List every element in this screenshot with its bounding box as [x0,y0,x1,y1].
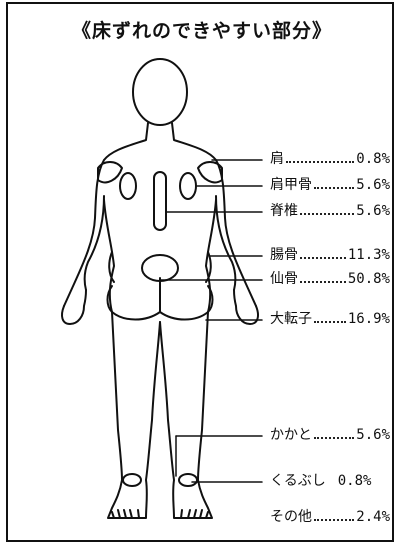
label-value: 50.8% [347,271,390,287]
label-name: 肩甲骨 [270,177,312,193]
label-value: 0.8% [337,473,372,489]
left-leg [107,311,161,519]
label-value: 5.6% [356,177,390,193]
leader-dots [300,257,346,259]
label-shoulder: 肩 0.8% [270,152,390,166]
diagram-title: 《床ずれのできやすい部分》 [71,20,332,42]
scapula-left-mark [119,172,137,200]
label-spine: 脊椎 5.6% [270,204,390,218]
label-heel: かかと 5.6% [270,428,390,442]
shoulder-right-mark [197,161,223,184]
leader-dots [314,187,355,189]
label-name: 腸骨 [270,247,298,263]
left-hand [61,289,87,325]
label-scapula: 肩甲骨 5.6% [270,178,390,192]
label-trochanter: 大転子 16.9% [270,312,390,326]
label-value: 5.6% [356,427,390,443]
label-iliac: 腸骨 11.3% [270,248,390,262]
right-hand [233,289,259,325]
label-name: くるぶし [270,473,326,489]
label-value: 0.8% [356,151,390,167]
leader-dots [314,321,346,323]
label-value: 11.3% [347,247,390,263]
torso-outline [63,122,149,307]
right-leg [159,311,213,519]
label-other: その他 2.4% [270,510,390,524]
label-value: 2.4% [356,509,390,525]
label-name: 脊椎 [270,203,298,219]
label-name: 大転子 [270,311,312,327]
head-outline [132,58,188,126]
trochanter-left-mark [106,285,113,313]
leader-dots [286,161,355,163]
heel-right-mark [178,473,198,487]
label-malleolus: くるぶし 0.8% [270,474,390,488]
label-name: 仙骨 [270,271,298,287]
heel-left-mark [122,473,142,487]
spine-mark [153,171,167,231]
label-value: 16.9% [347,311,390,327]
leader-dots [300,281,346,283]
iliac-left-mark [108,251,115,283]
label-name: かかと [270,427,312,443]
leader-dots [314,519,355,521]
sacrum-mark [141,254,179,282]
leader-dots [314,437,355,439]
shoulder-left-mark [97,161,123,184]
trochanter-right-mark [207,285,214,313]
label-value: 5.6% [356,203,390,219]
label-name: その他 [270,509,312,525]
label-name: 肩 [270,151,284,167]
label-sacrum: 仙骨 50.8% [270,272,390,286]
leader-dots [300,213,355,215]
scapula-right-mark [179,172,197,200]
